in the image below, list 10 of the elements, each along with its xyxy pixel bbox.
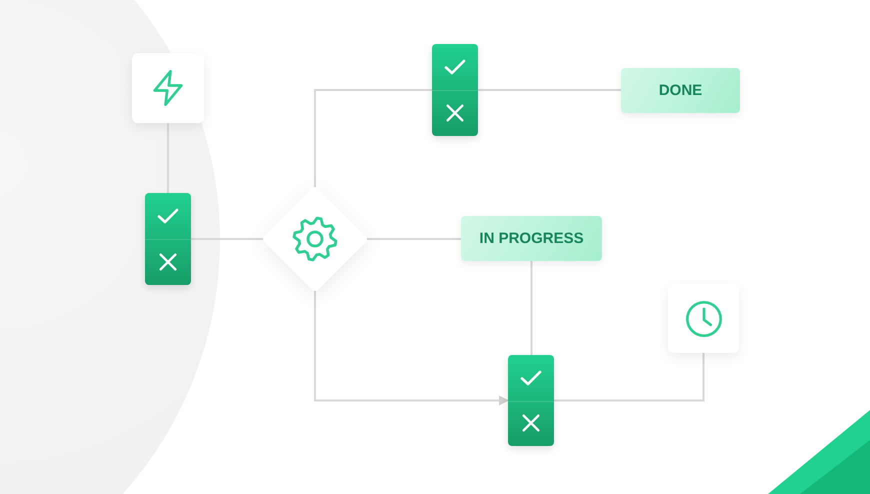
approval-toggle	[508, 355, 554, 446]
connector-line	[554, 353, 704, 402]
connector-line	[530, 261, 532, 355]
approval-toggle	[145, 193, 191, 285]
connector-line	[478, 89, 621, 91]
icon-card	[132, 53, 204, 123]
status-tag: IN PROGRESS	[461, 216, 602, 261]
status-tag: DONE	[621, 68, 740, 113]
icon-card	[668, 284, 739, 353]
approval-toggle	[432, 44, 478, 136]
